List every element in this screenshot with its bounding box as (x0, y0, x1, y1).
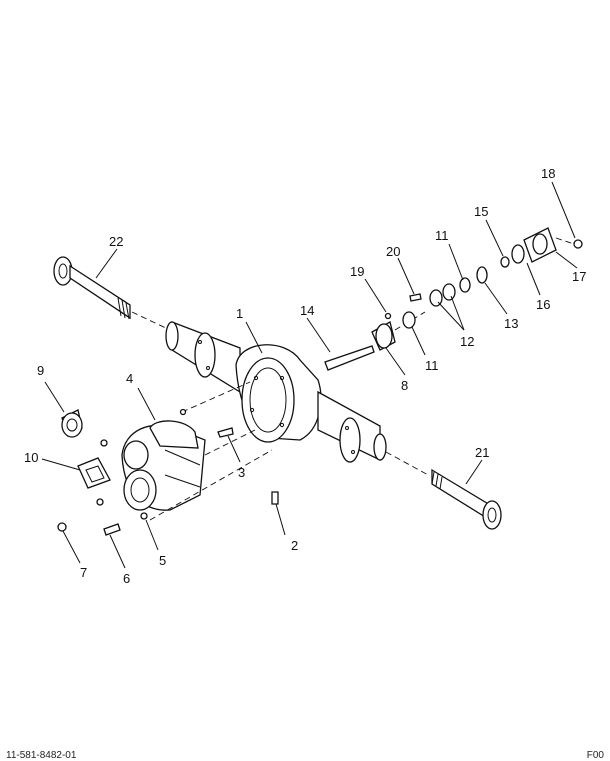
differential-carrier (121, 381, 273, 521)
leader-lines (41, 181, 578, 569)
callout-5: 5 (159, 553, 166, 568)
callout-11-lower: 11 (425, 358, 439, 373)
fasteners (57, 408, 279, 536)
plate-10 (77, 457, 111, 489)
callout-labels: 1 2 3 4 5 6 7 8 9 10 11 11 12 13 14 15 1… (24, 166, 586, 586)
callout-7: 7 (80, 565, 87, 580)
callout-22: 22 (109, 234, 123, 249)
callout-16: 16 (536, 297, 550, 312)
axle-shaft-right (431, 468, 502, 530)
page-code: F00 (586, 750, 604, 761)
document-id: 11-581-8482-01 (6, 750, 77, 761)
callout-11-upper: 11 (435, 228, 449, 243)
callout-15: 15 (474, 204, 488, 219)
callout-8: 8 (401, 378, 408, 393)
callout-2: 2 (291, 538, 298, 553)
axle-shaft-left (53, 256, 171, 331)
callout-20: 20 (386, 244, 400, 259)
callout-6: 6 (123, 571, 130, 586)
pinion-assembly (324, 227, 583, 371)
callout-18: 18 (541, 166, 555, 181)
callout-10: 10 (24, 450, 38, 465)
callout-19: 19 (350, 264, 364, 279)
callout-9: 9 (37, 363, 44, 378)
callout-1: 1 (236, 306, 243, 321)
callout-13: 13 (504, 316, 518, 331)
axle-housing (165, 321, 431, 477)
callout-14: 14 (300, 303, 314, 318)
callout-21: 21 (475, 445, 489, 460)
callout-17: 17 (572, 269, 586, 284)
cover-9 (61, 409, 108, 447)
callout-3: 3 (238, 465, 245, 480)
callout-12: 12 (460, 334, 474, 349)
callout-4: 4 (126, 371, 133, 386)
